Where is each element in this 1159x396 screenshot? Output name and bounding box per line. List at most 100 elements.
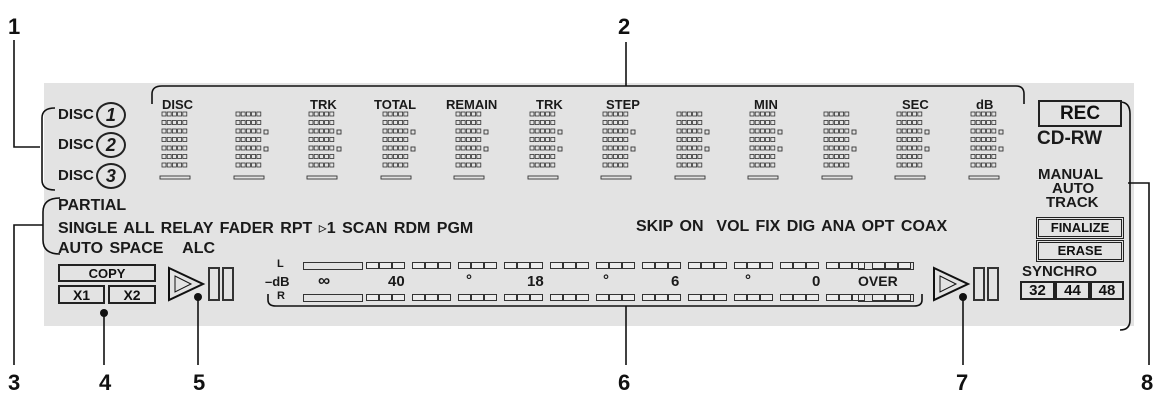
meter-segment bbox=[655, 294, 668, 301]
copy-x1: X1 bbox=[58, 285, 105, 304]
meter-segment bbox=[425, 262, 438, 269]
meter-segment bbox=[839, 262, 852, 269]
meter-segment bbox=[412, 262, 425, 269]
meter-segment bbox=[576, 262, 589, 269]
meter-segment bbox=[517, 262, 530, 269]
meter-scale-dot-2: ° bbox=[603, 272, 609, 289]
mode-row-2: AUTO SPACE ALC bbox=[58, 240, 216, 257]
synchro-indicator: SYNCHRO bbox=[1022, 263, 1098, 280]
seg-label-sec: SEC bbox=[902, 97, 929, 112]
auto-indicator: AUTO bbox=[1052, 180, 1095, 197]
meter-segment bbox=[550, 294, 563, 301]
meter-segment bbox=[504, 294, 517, 301]
meter-segment bbox=[484, 262, 497, 269]
seg-label-trk: TRK bbox=[310, 97, 337, 112]
meter-segment bbox=[471, 262, 484, 269]
meter-segment bbox=[806, 262, 819, 269]
meter-segment bbox=[392, 262, 405, 269]
meter-segment bbox=[622, 294, 635, 301]
rate-48: 48 bbox=[1090, 281, 1124, 300]
meter-segment bbox=[504, 262, 517, 269]
meter-r-over-bar bbox=[858, 294, 914, 302]
meter-segment bbox=[714, 262, 727, 269]
matrix-digit bbox=[453, 111, 489, 180]
mode-row-1-right: SKIP ON VOL FIX DIG ANA OPT COAX bbox=[636, 218, 948, 235]
meter-segment bbox=[688, 294, 701, 301]
meter-scale-18: 18 bbox=[527, 273, 544, 290]
meter-segment bbox=[734, 262, 747, 269]
meter-segment bbox=[596, 262, 609, 269]
disc-number: 1 bbox=[95, 102, 126, 128]
meter-scale-6: 6 bbox=[671, 273, 680, 290]
meter-segment bbox=[471, 294, 484, 301]
meter-segment bbox=[379, 262, 392, 269]
meter-segment bbox=[806, 294, 819, 301]
callout-3: 3 bbox=[8, 370, 21, 395]
copy-indicator: COPY bbox=[58, 264, 156, 282]
meter-segment bbox=[563, 262, 576, 269]
meter-segment bbox=[793, 262, 806, 269]
callout-5: 5 bbox=[193, 370, 206, 395]
meter-segment bbox=[517, 294, 530, 301]
meter-segment bbox=[412, 294, 425, 301]
matrix-digit bbox=[527, 111, 563, 180]
meter-segment bbox=[484, 294, 497, 301]
meter-segment bbox=[530, 294, 543, 301]
meter-r-lead-bar bbox=[303, 294, 363, 302]
matrix-digit bbox=[968, 111, 1004, 180]
mode-left-text: SINGLE ALL RELAY FADER RPT bbox=[58, 220, 313, 237]
callout-4: 4 bbox=[99, 370, 112, 395]
disc-label: DISC bbox=[58, 166, 94, 184]
meter-segment bbox=[760, 294, 773, 301]
meter-scale-40: 40 bbox=[388, 273, 405, 290]
track-indicator: TRACK bbox=[1046, 194, 1099, 211]
meter-segment bbox=[366, 294, 379, 301]
partial-indicator: PARTIAL bbox=[58, 197, 127, 214]
meter-segment bbox=[458, 262, 471, 269]
meter-segment bbox=[734, 294, 747, 301]
rate-32: 32 bbox=[1020, 281, 1055, 300]
meter-segment bbox=[747, 262, 760, 269]
meter-segment bbox=[714, 294, 727, 301]
meter-segment bbox=[609, 294, 622, 301]
mode-mid-text: SCAN RDM PGM bbox=[342, 220, 474, 237]
meter-segment bbox=[379, 294, 392, 301]
meter-segment bbox=[596, 294, 609, 301]
disc-label: DISC bbox=[58, 135, 94, 153]
manual-indicator: MANUAL bbox=[1038, 166, 1103, 183]
matrix-digit bbox=[159, 111, 191, 180]
meter-segment bbox=[576, 294, 589, 301]
meter-segment bbox=[530, 262, 543, 269]
meter-segment bbox=[668, 262, 681, 269]
matrix-digit bbox=[894, 111, 930, 180]
mode-row-1-left: SINGLE ALL RELAY FADER RPT ▹1 SCAN RDM P… bbox=[58, 218, 473, 238]
disc-label: DISC bbox=[58, 105, 94, 123]
rec-indicator: REC bbox=[1038, 100, 1122, 127]
erase-indicator: ERASE bbox=[1036, 240, 1124, 262]
callout-7: 7 bbox=[956, 370, 969, 395]
seg-label-db: dB bbox=[976, 97, 994, 112]
meter-segment bbox=[622, 262, 635, 269]
disc-number: 3 bbox=[95, 163, 126, 189]
seg-label-step: STEP bbox=[606, 97, 640, 112]
meter-segment bbox=[438, 294, 451, 301]
meter-db-label: –dB bbox=[265, 274, 290, 289]
matrix-digit bbox=[674, 111, 710, 180]
meter-scale-0: 0 bbox=[812, 273, 821, 290]
finalize-indicator: FINALIZE bbox=[1036, 217, 1124, 239]
meter-segment bbox=[668, 294, 681, 301]
meter-segment bbox=[550, 262, 563, 269]
meter-segment bbox=[425, 294, 438, 301]
seg-label-remain: REMAIN bbox=[446, 97, 498, 112]
matrix-digit bbox=[306, 111, 342, 180]
meter-segment bbox=[747, 294, 760, 301]
meter-r-label: R bbox=[277, 290, 285, 302]
seg-label-disc: DISC bbox=[162, 97, 194, 112]
callout-1: 1 bbox=[8, 14, 21, 39]
meter-segment bbox=[438, 262, 451, 269]
meter-segment bbox=[826, 262, 839, 269]
